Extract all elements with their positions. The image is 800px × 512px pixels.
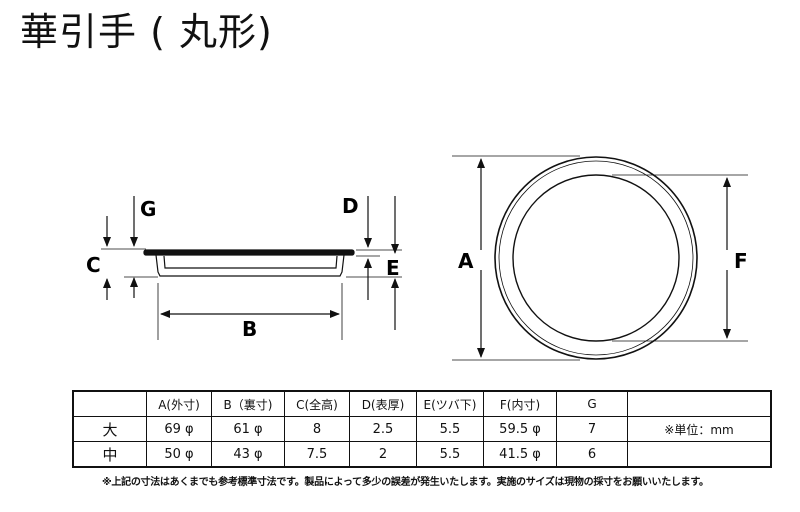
- table-row: 中 50 φ 43 φ 7.5 2 5.5 41.5 φ 6: [72, 441, 772, 468]
- header-unit: [627, 390, 772, 417]
- table-row: 大 69 φ 61 φ 8 2.5 5.5 59.5 φ 7 ※単位：mm: [72, 416, 772, 442]
- cell-a: 69 φ: [146, 416, 212, 442]
- header-g: G: [556, 390, 628, 417]
- header-c: C(全高): [284, 390, 350, 417]
- unit-note: ※単位：mm: [627, 416, 772, 442]
- cell-size: 中: [72, 441, 147, 468]
- side-view: [101, 196, 402, 340]
- label-b: B: [242, 317, 257, 341]
- unit-note: [627, 441, 772, 468]
- label-f: F: [734, 249, 748, 273]
- cell-e: 5.5: [416, 416, 484, 442]
- cell-size: 大: [72, 416, 147, 442]
- table-header-row: A(外寸) B（裏寸) C(全高) D(表厚) E(ツバ下) F(内寸) G: [72, 390, 772, 417]
- spec-table: A(外寸) B（裏寸) C(全高) D(表厚) E(ツバ下) F(内寸) G 大…: [72, 390, 772, 468]
- label-c: C: [86, 253, 101, 277]
- cell-c: 8: [284, 416, 350, 442]
- header-size: [72, 390, 147, 417]
- cell-a: 50 φ: [146, 441, 212, 468]
- inner-ring: [512, 174, 680, 342]
- header-d: D(表厚): [349, 390, 417, 417]
- cell-f: 59.5 φ: [483, 416, 557, 442]
- flange-plate: [143, 249, 355, 256]
- cell-e: 5.5: [416, 441, 484, 468]
- header-e: E(ツバ下): [416, 390, 484, 417]
- header-b: B（裏寸): [211, 390, 285, 417]
- outer-ring: [494, 156, 698, 360]
- label-g: G: [140, 197, 156, 221]
- cup-body: [155, 254, 345, 277]
- page-title: 華引手 ( 丸形): [20, 10, 273, 54]
- disclaimer-note: ※上記の寸法はあくまでも参考標準寸法です。製品によって多少の誤差が発生いたします…: [102, 477, 709, 488]
- cell-d: 2: [349, 441, 417, 468]
- technical-drawing: G C B D E A F: [86, 155, 748, 361]
- cup-inner-line: [163, 255, 338, 269]
- label-a: A: [458, 249, 474, 273]
- header-f: F(内寸): [483, 390, 557, 417]
- header-a: A(外寸): [146, 390, 212, 417]
- cell-c: 7.5: [284, 441, 350, 468]
- cell-g: 7: [556, 416, 628, 442]
- cell-b: 43 φ: [211, 441, 285, 468]
- cell-d: 2.5: [349, 416, 417, 442]
- outer-ring-inner: [498, 160, 694, 356]
- top-view: [452, 155, 748, 361]
- label-d: D: [342, 194, 359, 218]
- label-e: E: [386, 256, 400, 280]
- cell-g: 6: [556, 441, 628, 468]
- cell-f: 41.5 φ: [483, 441, 557, 468]
- cell-b: 61 φ: [211, 416, 285, 442]
